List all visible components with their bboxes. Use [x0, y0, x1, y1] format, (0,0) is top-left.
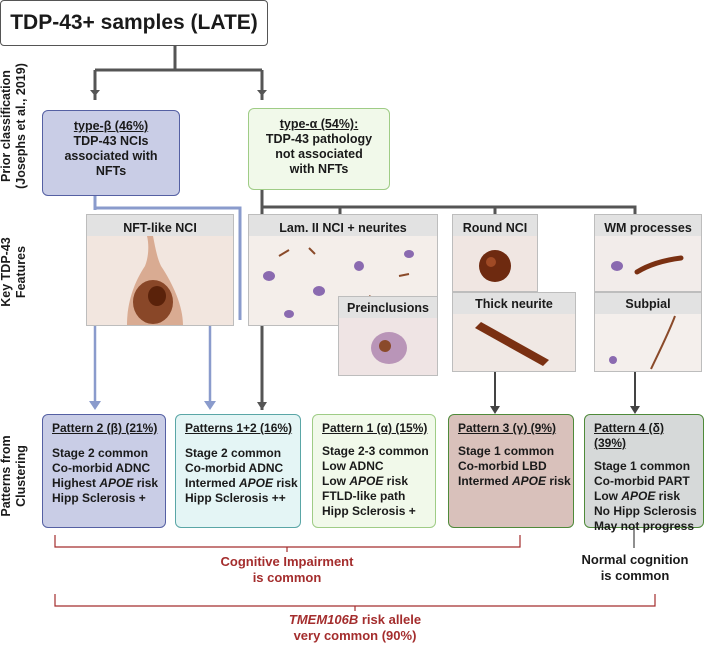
- pattern-4-box: Pattern 4 (δ) (39%) Stage 1 common Co-mo…: [584, 414, 704, 533]
- micrograph-subpial: [595, 314, 701, 371]
- type-beta-box: type-β (46%) TDP-43 NCIs associated with…: [42, 110, 180, 196]
- pattern-12-box: Patterns 1+2 (16%) Stage 2 common Co-mor…: [175, 414, 301, 528]
- type-alpha-box: type-α (54%): TDP-43 pathology not assoc…: [248, 108, 390, 190]
- feature-subpial-label: Subpial: [625, 297, 671, 311]
- pattern-12-line: Intermed APOE risk: [185, 476, 298, 490]
- feature-nft-like-label: NFT-like NCI: [123, 221, 197, 235]
- pattern-2-box: Pattern 2 (β) (21%) Stage 2 common Co-mo…: [42, 414, 166, 528]
- pattern-3-box: Pattern 3 (γ) (9%) Stage 1 common Co-mor…: [448, 414, 574, 528]
- feature-thick-label: Thick neurite: [475, 297, 553, 311]
- page-title: TDP-43+ samples (LATE): [10, 11, 258, 34]
- pattern-2-line: Hipp Sclerosis +: [52, 491, 146, 505]
- pattern-2-line: Co-morbid ADNC: [52, 461, 151, 475]
- pattern-12-line: Hipp Sclerosis ++: [185, 491, 286, 505]
- bracket-tmem: [54, 594, 656, 607]
- pattern-1-box: Pattern 1 (α) (15%) Stage 2-3 common Low…: [312, 414, 436, 528]
- pattern-12-line: Stage 2 common: [185, 446, 282, 460]
- side-label-features: Key TDP-43 Features: [0, 237, 28, 307]
- pattern-1-line: Stage 2-3 common: [322, 444, 429, 458]
- cognitive-impairment-text: Cognitive Impairment is common: [220, 554, 354, 585]
- pattern-4-line: Stage 1 common: [594, 459, 691, 473]
- micrograph-preinclusions: [339, 318, 437, 375]
- pattern-1-line: Low APOE risk: [322, 474, 409, 488]
- pattern-4-line: Low APOE risk: [594, 489, 681, 503]
- tmem106b-line1: TMEM106B risk allele: [288, 612, 422, 627]
- micrograph-wm: [595, 236, 701, 291]
- title-box: TDP-43+ samples (LATE): [0, 0, 268, 46]
- pattern-4-line: May not progress: [594, 519, 695, 533]
- feature-round-label: Round NCI: [462, 221, 528, 235]
- pattern-3-line: Intermed APOE risk: [458, 474, 571, 488]
- micrograph-round: [453, 236, 537, 291]
- connector-title-split: [93, 46, 264, 100]
- pattern-4-line: No Hipp Sclerosis: [594, 504, 697, 518]
- side-label-patterns: Patterns from Clustering: [0, 435, 28, 517]
- pattern-12-line: Co-morbid ADNC: [185, 461, 284, 475]
- pattern-1-line: FTLD-like path: [322, 489, 406, 503]
- pattern-2-line: Highest APOE risk: [52, 476, 159, 490]
- normal-cognition-text: Normal cognition is common: [581, 552, 689, 583]
- micrograph-nft-like: [87, 236, 233, 325]
- pattern-3-line: Co-morbid LBD: [458, 459, 547, 473]
- feature-preinclusions-label: Preinclusions: [347, 301, 429, 315]
- pattern-3-line: Stage 1 common: [458, 444, 555, 458]
- side-label-prior: Prior classification (Josephs et al., 20…: [0, 63, 28, 189]
- feature-lam2-label: Lam. II NCI + neurites: [279, 221, 407, 235]
- feature-wm-label: WM processes: [604, 221, 692, 235]
- micrograph-thick: [453, 314, 575, 371]
- connector-nft-down: [93, 325, 212, 406]
- pattern-2-line: Stage 2 common: [52, 446, 149, 460]
- pattern-4-line: Co-morbid PART: [594, 474, 690, 488]
- pattern-1-line: Hipp Sclerosis +: [322, 504, 416, 518]
- tmem106b-text: TMEM106B risk allele very common (90%): [230, 612, 480, 644]
- pattern-1-line: Low ADNC: [322, 459, 384, 473]
- bracket-cognitive: [54, 535, 521, 548]
